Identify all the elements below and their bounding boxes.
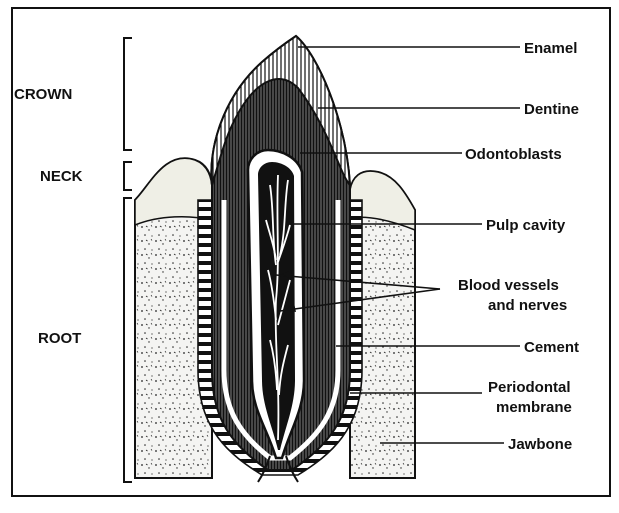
label-pulp-cavity: Pulp cavity bbox=[486, 217, 566, 234]
label-blood-vessels-2: and nerves bbox=[488, 297, 567, 314]
crown-bracket bbox=[124, 38, 132, 150]
section-label-crown: CROWN bbox=[14, 86, 72, 103]
section-label-root: ROOT bbox=[38, 330, 81, 347]
section-brackets bbox=[124, 38, 132, 482]
label-cement: Cement bbox=[524, 339, 579, 356]
label-jawbone: Jawbone bbox=[508, 436, 572, 453]
label-periodontal-2: membrane bbox=[496, 399, 572, 416]
label-periodontal-1: Periodontal bbox=[488, 379, 571, 396]
label-enamel: Enamel bbox=[524, 40, 577, 57]
neck-bracket bbox=[124, 162, 132, 190]
label-blood-vessels-1: Blood vessels bbox=[458, 277, 559, 294]
label-dentine: Dentine bbox=[524, 101, 579, 118]
label-odontoblasts: Odontoblasts bbox=[465, 146, 562, 163]
root-bracket bbox=[124, 198, 132, 482]
section-label-neck: NECK bbox=[40, 168, 83, 185]
